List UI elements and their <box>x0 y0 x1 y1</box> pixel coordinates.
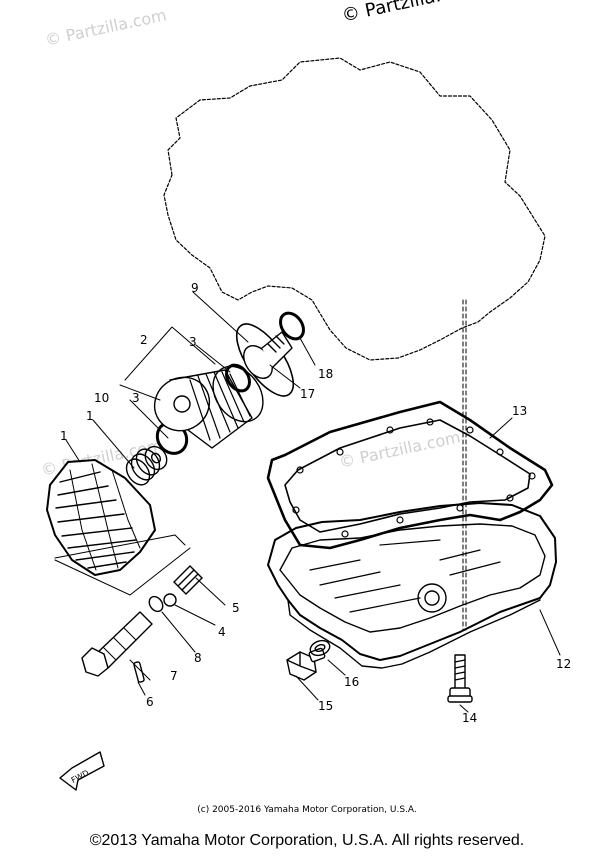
o-ring-3-upper <box>225 363 251 393</box>
pan-drain-boss <box>417 583 447 613</box>
filter-element-2 <box>153 365 264 449</box>
callout-1-cover: 1 <box>60 429 68 443</box>
drain-bolt-15 <box>286 647 326 681</box>
filter-cover-1 <box>46 459 156 576</box>
callout-4: 4 <box>218 625 226 639</box>
washer-10 <box>144 445 168 471</box>
callout-3-upper: 3 <box>189 335 197 349</box>
callout-16: 16 <box>344 675 359 689</box>
fwd-arrow-icon <box>59 751 105 791</box>
callout-10: 10 <box>94 391 109 405</box>
union-bolt-7 <box>81 611 153 677</box>
callout-17: 17 <box>300 387 315 401</box>
washer-16 <box>309 639 331 657</box>
copyright-small: (c) 2005-2016 Yamaha Motor Corporation, … <box>197 805 417 815</box>
callout-9: 9 <box>191 281 199 295</box>
oil-pan-ribs <box>309 539 501 613</box>
callout-7: 7 <box>170 669 178 683</box>
callout-14: 14 <box>462 711 477 725</box>
washer-8 <box>148 595 164 613</box>
gasket-13-inner <box>284 419 531 533</box>
callout-2: 2 <box>140 333 148 347</box>
callout-5: 5 <box>232 601 240 615</box>
copyright-main: ©2013 Yamaha Motor Corporation, U.S.A. A… <box>89 832 525 849</box>
callout-12: 12 <box>556 657 571 671</box>
callout-6: 6 <box>146 695 154 709</box>
center-bolt-17 <box>243 331 293 379</box>
callout-3-lower: 3 <box>132 391 140 405</box>
oil-pan-12 <box>267 502 557 661</box>
leader-lines <box>54 291 561 713</box>
callout-13: 13 <box>512 404 527 418</box>
callout-1-small: 1 <box>86 409 94 423</box>
callout-18: 18 <box>318 367 333 381</box>
bolt-14 <box>447 654 473 703</box>
callout-15: 15 <box>318 699 333 713</box>
pan-lower-wall <box>287 599 541 669</box>
engine-phantom-outline <box>163 57 546 361</box>
seal-18 <box>279 311 305 341</box>
spring-5 <box>173 565 203 595</box>
gasket-bolt-holes <box>292 418 536 538</box>
gasket-13 <box>266 400 554 550</box>
callout-8: 8 <box>194 651 202 665</box>
spring-1 <box>125 448 161 486</box>
oil-pan-rim <box>279 523 546 633</box>
ball-4 <box>163 593 177 607</box>
